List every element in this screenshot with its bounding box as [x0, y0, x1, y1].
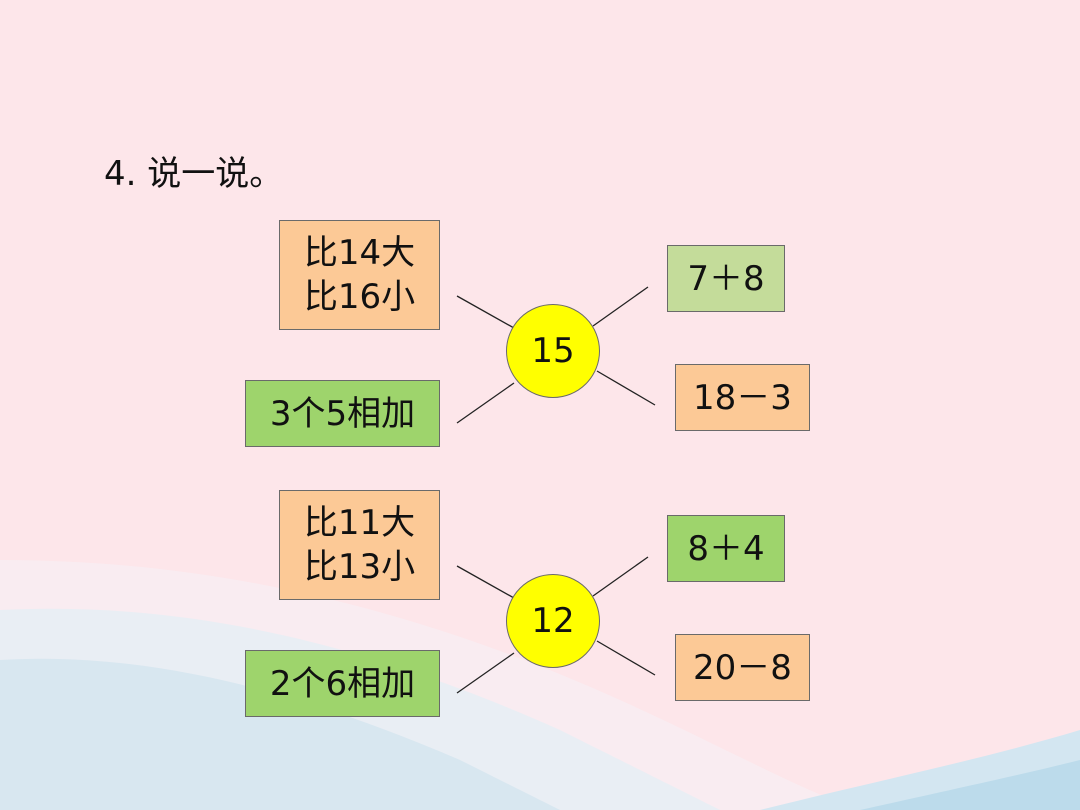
condition-box-repeated-addition-12: 2个6相加 [245, 650, 440, 717]
page-title: 4. 说一说。 [104, 154, 284, 194]
expression-box-subtraction-12: 20－8 [675, 634, 810, 701]
condition-box-range-15: 比14大 比16小 [279, 220, 440, 330]
condition-line-less: 比16小 [303, 277, 416, 317]
condition-line-greater: 比11大 [303, 503, 416, 543]
expression-box-addition-15: 7＋8 [667, 245, 785, 312]
condition-box-range-12: 比11大 比13小 [279, 490, 440, 600]
expression-box-addition-12: 8＋4 [667, 515, 785, 582]
expression-box-subtraction-15: 18－3 [675, 364, 810, 431]
center-number-12: 12 [506, 574, 600, 668]
condition-line-less: 比13小 [303, 547, 416, 587]
condition-box-repeated-addition-15: 3个5相加 [245, 380, 440, 447]
condition-line-greater: 比14大 [303, 233, 416, 273]
center-number-15: 15 [506, 304, 600, 398]
